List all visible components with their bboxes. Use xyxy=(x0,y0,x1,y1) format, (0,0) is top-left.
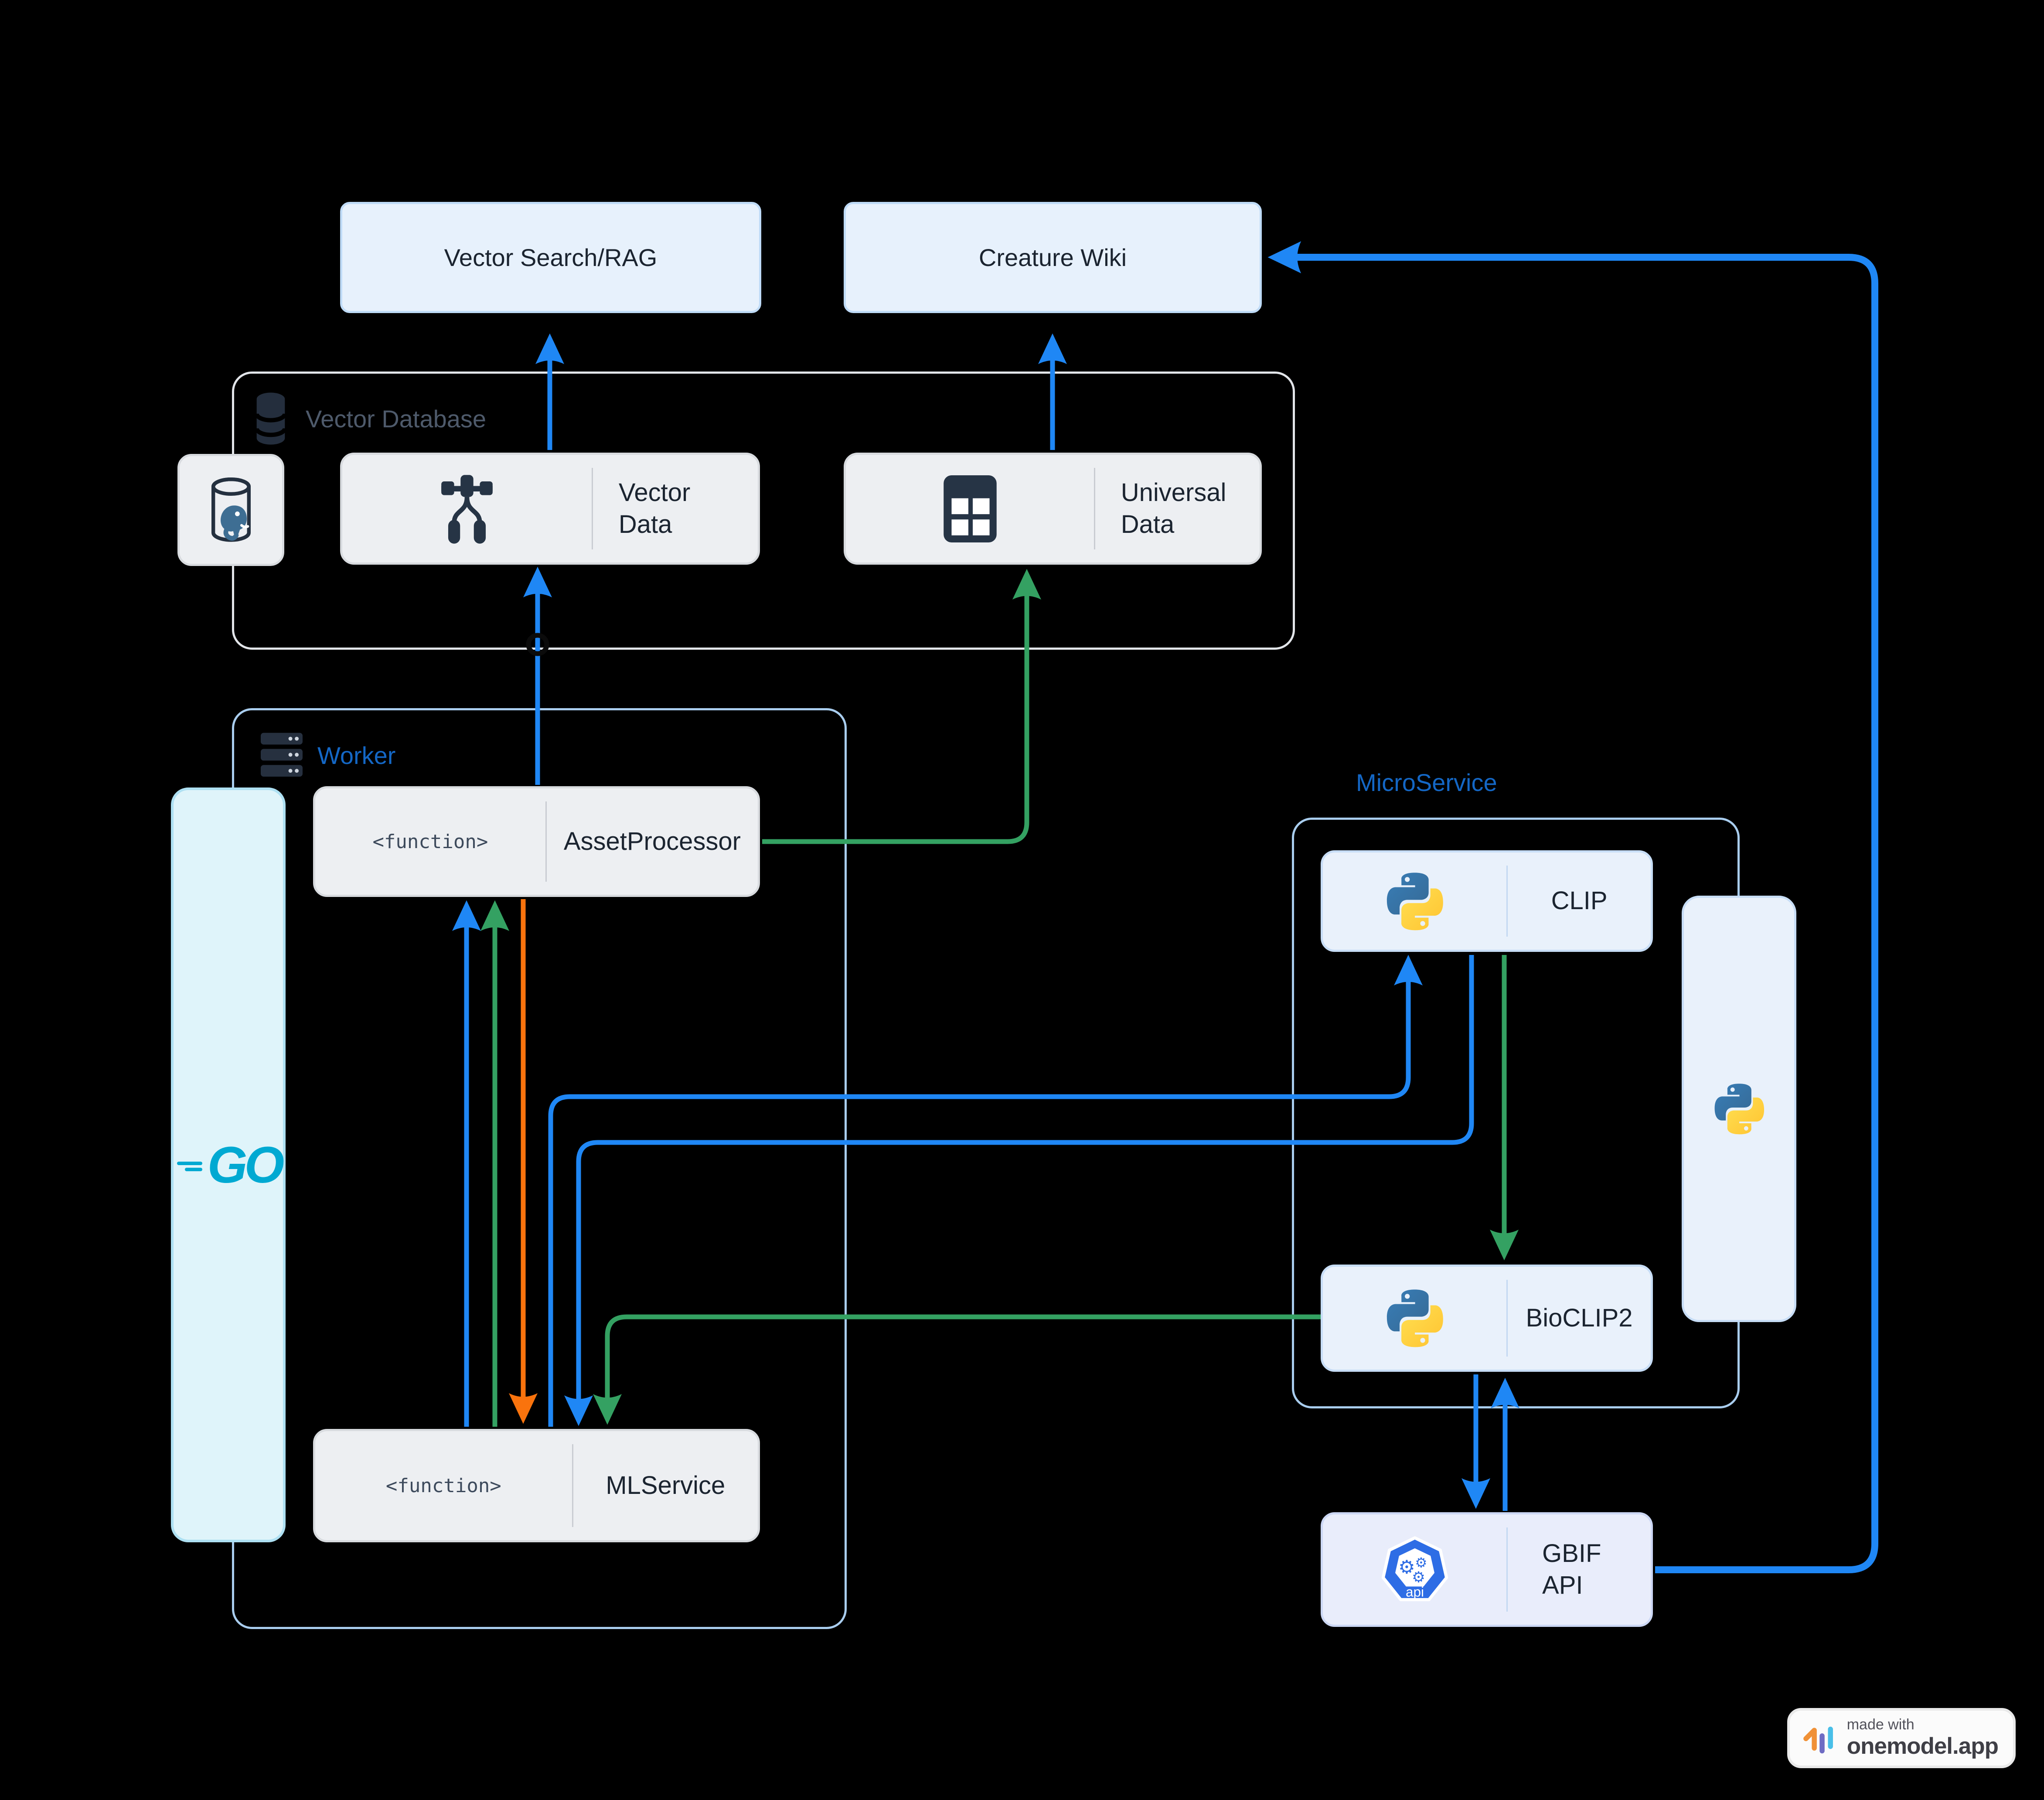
svg-text:⚙: ⚙ xyxy=(1415,1555,1427,1571)
gbif-divider xyxy=(1506,1527,1508,1612)
database-icon xyxy=(254,392,287,445)
table-icon xyxy=(943,475,997,542)
vector-search-rag-label: Vector Search/RAG xyxy=(444,244,657,271)
edge-bioclip2-to-ml-service xyxy=(593,1314,1321,1425)
onemodel-logo-icon xyxy=(1803,1726,1833,1754)
vector-database-label: Vector Database xyxy=(251,390,486,447)
gbif-api-label: GBIF API xyxy=(1542,1539,1601,1599)
node-vector-data[interactable]: Vector Data xyxy=(340,453,760,565)
node-bioclip2[interactable]: BioCLIP2 xyxy=(1321,1265,1653,1372)
node-clip[interactable]: CLIP xyxy=(1321,850,1653,952)
vector-database-label-text: Vector Database xyxy=(306,405,487,433)
edge-clip-to-ml-service xyxy=(564,955,1474,1426)
postgresql-icon xyxy=(211,477,251,542)
ml-service-function-tag: <function> xyxy=(385,1474,501,1497)
go-logo-text: GO xyxy=(207,1136,285,1194)
asset-processor-label-cell: AssetProcessor xyxy=(547,788,758,895)
universal-data-label-cell: Universal Data xyxy=(1095,455,1260,562)
node-go-runtime[interactable]: GO xyxy=(171,788,286,1542)
asset-processor-tag-cell: <function> xyxy=(315,788,545,895)
microservice-label-text: MicroService xyxy=(1356,769,1497,796)
node-creature-wiki[interactable]: Creature Wiki xyxy=(844,202,1262,313)
python-icon xyxy=(1387,872,1443,930)
bioclip2-label: BioCLIP2 xyxy=(1526,1303,1633,1332)
edge-crossing-marker xyxy=(526,633,549,656)
node-asset-processor[interactable]: <function> AssetProcessor xyxy=(313,786,760,897)
clip-divider xyxy=(1506,866,1508,937)
creature-wiki-label: Creature Wiki xyxy=(978,244,1127,271)
bioclip2-divider xyxy=(1506,1280,1508,1357)
edge-asset-processor-to-universal-data xyxy=(762,569,1041,844)
asset-processor-function-tag: <function> xyxy=(372,830,488,853)
node-universal-data[interactable]: Universal Data xyxy=(844,453,1262,565)
onemodel-badge-text: made with onemodel.app xyxy=(1846,1716,1999,1760)
node-gbif-api[interactable]: ⚙ ⚙ ⚙ api GBIF API xyxy=(1321,1512,1653,1627)
badge-made-with: made with xyxy=(1846,1716,1915,1733)
ml-service-label: MLService xyxy=(606,1471,726,1500)
ml-service-label-cell: MLService xyxy=(573,1431,758,1540)
node-vector-search-rag[interactable]: Vector Search/RAG xyxy=(340,202,761,313)
badge-brand: onemodel.app xyxy=(1846,1733,1999,1759)
kubernetes-api-icon: ⚙ ⚙ ⚙ api xyxy=(1381,1536,1448,1601)
edge-ml-service-to-clip xyxy=(548,955,1423,1427)
clip-icon-cell xyxy=(1323,852,1506,950)
vector-data-icon-cell xyxy=(342,455,592,562)
gbif-icon-api-text: api xyxy=(1406,1584,1424,1599)
vector-data-label-cell: Vector Data xyxy=(593,455,758,562)
universal-data-label: Universal Data xyxy=(1121,478,1226,539)
worker-label: Worker xyxy=(261,733,395,778)
vector-data-divider xyxy=(591,468,593,549)
clip-label-cell: CLIP xyxy=(1508,852,1651,950)
gbif-label-cell: GBIF API xyxy=(1508,1514,1651,1625)
svg-text:⚙: ⚙ xyxy=(1412,1568,1425,1586)
node-ml-service[interactable]: <function> MLService xyxy=(313,1429,760,1542)
go-speed-lines-icon xyxy=(177,1161,202,1171)
microservice-label: MicroService xyxy=(1356,768,1497,797)
svg-text:⚙: ⚙ xyxy=(1398,1556,1415,1578)
python-icon xyxy=(1387,1289,1443,1347)
ml-service-divider xyxy=(572,1444,573,1527)
bioclip2-icon-cell xyxy=(1323,1267,1506,1370)
asset-processor-label: AssetProcessor xyxy=(563,827,741,856)
ml-service-tag-cell: <function> xyxy=(315,1431,572,1540)
node-postgres[interactable] xyxy=(177,454,284,566)
go-logo: GO xyxy=(175,1136,285,1194)
clip-label: CLIP xyxy=(1551,886,1608,915)
gbif-icon-cell: ⚙ ⚙ ⚙ api xyxy=(1323,1514,1506,1625)
bioclip2-label-cell: BioCLIP2 xyxy=(1508,1267,1651,1370)
worker-label-text: Worker xyxy=(317,741,396,769)
vector-data-label: Vector Data xyxy=(618,478,691,539)
python-icon xyxy=(1714,1084,1764,1135)
universal-data-divider xyxy=(1094,468,1096,549)
node-python-sidecar[interactable] xyxy=(1682,896,1796,1322)
server-icon xyxy=(261,733,303,777)
universal-data-icon-cell xyxy=(846,455,1094,562)
edge-gbif-to-creature-wiki xyxy=(1267,241,1878,1573)
asset-processor-divider xyxy=(545,801,547,882)
onemodel-badge[interactable]: made with onemodel.app xyxy=(1787,1708,2016,1768)
vector-graph-icon xyxy=(441,474,493,544)
